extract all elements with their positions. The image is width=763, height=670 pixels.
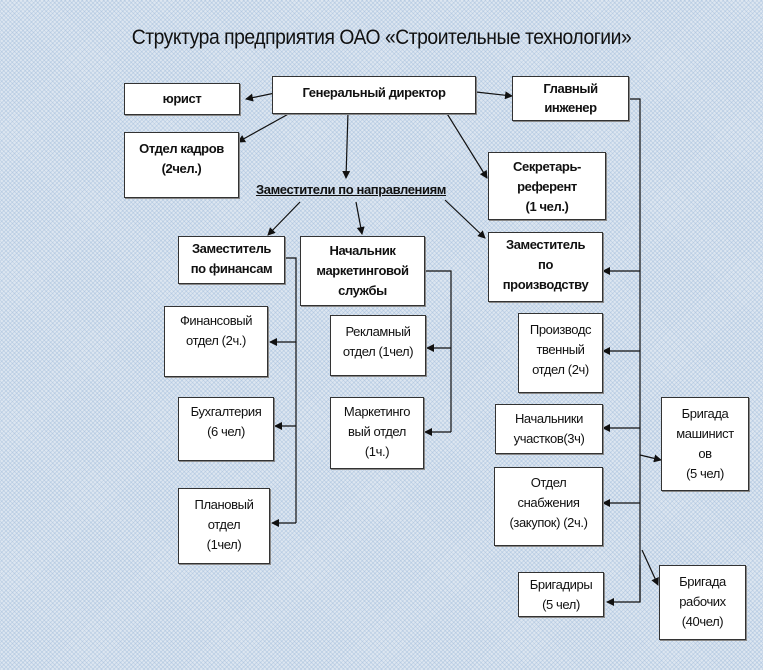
node-chief-engineer: Главный инженер <box>512 76 629 121</box>
node-accounting: Бухгалтерия (6 чел) <box>178 397 274 461</box>
node-production-department: Производс твенный отдел (2ч) <box>518 313 603 393</box>
link-deputies-finance <box>267 201 301 236</box>
node-foremen: Бригадиры (5 чел) <box>518 572 604 617</box>
node-general-director: Генеральный директор <box>272 76 476 114</box>
link-foremen <box>606 565 641 606</box>
link-director-hr <box>237 111 293 143</box>
node-lawyer: юрист <box>124 83 240 115</box>
node-marketing-department: Маркетинго вый отдел (1ч.) <box>330 397 424 469</box>
node-workers-brigade: Бригада рабочих (40чел) <box>659 565 746 640</box>
link-director-secretary <box>445 111 488 179</box>
node-deputy-finance: Заместитель по финансам <box>178 236 285 284</box>
link-director-engineer <box>475 91 513 100</box>
node-planning-department: Плановый отдел (1чел) <box>178 488 270 564</box>
link-deputies-marketing <box>355 201 365 235</box>
link-marketing-bus <box>425 270 452 432</box>
node-deputy-production: Заместитель по производству <box>488 232 603 302</box>
link-engineer-bus <box>629 98 641 602</box>
label-deputies: Заместители по направлениям <box>256 182 446 197</box>
link-finance-bus <box>285 257 297 523</box>
link-deputies-production <box>444 199 486 239</box>
node-hr-department: Отдел кадров (2чел.) <box>124 132 239 198</box>
link-director-lawyer <box>245 92 276 102</box>
node-site-managers: Начальники участков(3ч) <box>495 404 603 454</box>
node-advertising-department: Рекламный отдел (1чел) <box>330 315 426 376</box>
node-head-marketing: Начальник маркетинговой службы <box>300 236 425 306</box>
link-director-deputies <box>342 111 351 179</box>
chart-title: Структура предприятия ОАО «Строительные … <box>131 26 632 49</box>
link-workers <box>641 549 659 586</box>
node-machinist-brigade: Бригада машинист ов (5 чел) <box>661 397 749 491</box>
node-finance-department: Финансовый отдел (2ч.) <box>164 306 268 377</box>
node-secretary: Секретарь- референт (1 чел.) <box>488 152 606 220</box>
link-machinists <box>639 454 662 463</box>
node-supply-department: Отдел снабжения (закупок) (2ч.) <box>494 467 603 546</box>
